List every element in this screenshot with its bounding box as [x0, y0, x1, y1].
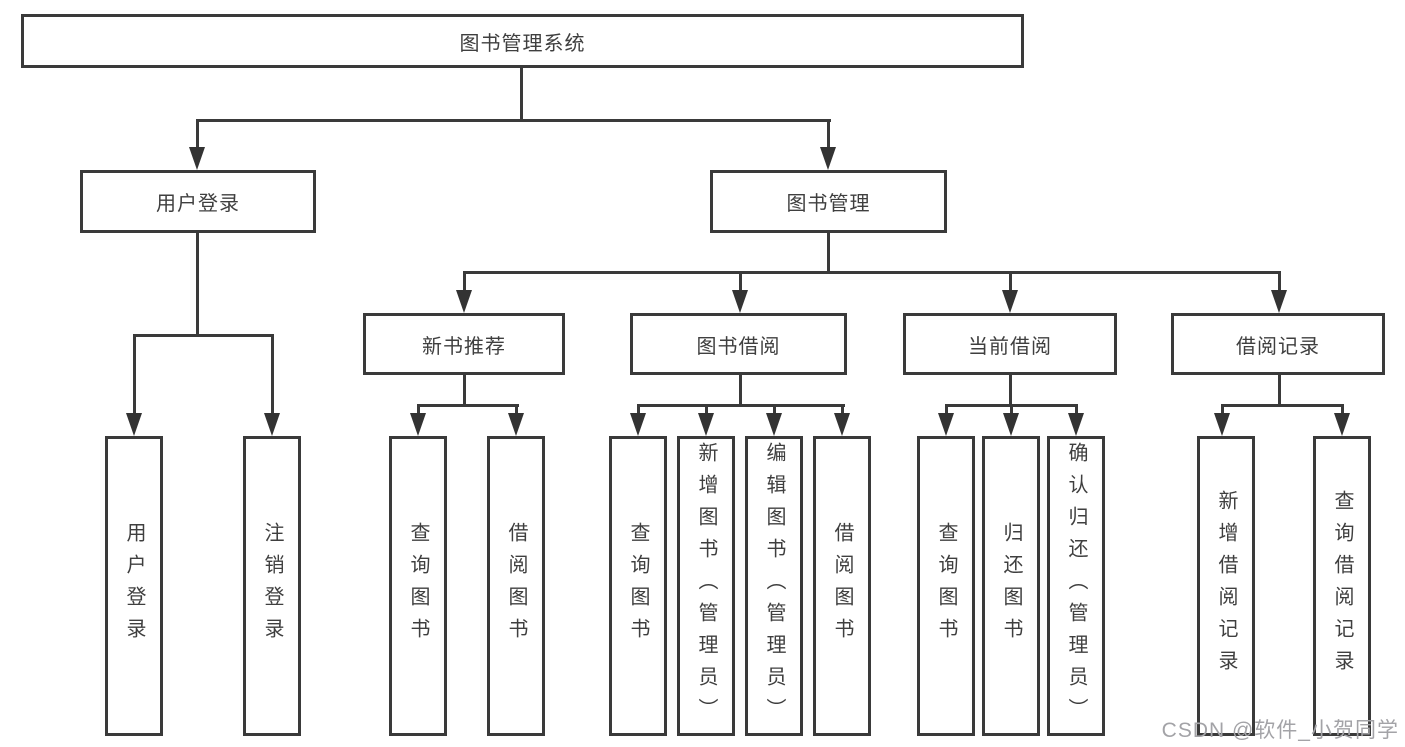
connector-line: [739, 271, 742, 293]
node-label: 图书借阅: [696, 335, 781, 358]
node-user-login: 用户登录: [80, 170, 316, 233]
node-label: 借阅图书: [831, 522, 853, 650]
node-label: 用户登录: [123, 522, 145, 650]
connector-line: [133, 336, 136, 414]
arrow-down: [1003, 413, 1019, 436]
node-label: 新增图书（管理员）: [695, 442, 717, 730]
node-current-borrow: 当前借阅: [903, 313, 1117, 375]
connector-line: [417, 404, 420, 414]
node-label: 用户登录: [156, 193, 240, 215]
leaf-borrow-books: 借阅图书: [813, 436, 871, 736]
arrow-down: [820, 147, 836, 170]
node-label: 编辑图书（管理员）: [763, 442, 785, 730]
arrow-down: [410, 413, 426, 436]
node-label: 查询借阅记录: [1331, 490, 1353, 682]
node-label: 归还图书: [1000, 522, 1022, 650]
leaf-add-borrow-record: 新增借阅记录: [1197, 436, 1255, 736]
node-label: 新书推荐: [422, 335, 506, 358]
leaf-edit-book-admin: 编辑图书（管理员）: [745, 436, 803, 736]
arrow-down: [630, 413, 646, 436]
node-new-book-recommend: 新书推荐: [363, 313, 565, 375]
arrow-down: [1334, 413, 1350, 436]
connector-line: [739, 373, 742, 407]
connector-line: [773, 404, 776, 414]
connector-line: [1278, 271, 1281, 293]
arrow-down: [732, 290, 748, 313]
arrow-down: [1002, 290, 1018, 313]
connector-line: [520, 67, 523, 121]
node-root: 图书管理系统: [21, 14, 1024, 68]
connector-line: [196, 119, 831, 122]
leaf-add-book-admin: 新增图书（管理员）: [677, 436, 735, 736]
node-label: 图书管理: [786, 193, 871, 215]
connector-line: [705, 404, 708, 414]
connector-line: [827, 119, 830, 149]
connector-line: [271, 336, 274, 414]
arrow-down: [698, 413, 714, 436]
leaf-confirm-return-admin: 确认归还（管理员）: [1047, 436, 1105, 736]
arrow-down: [189, 147, 205, 170]
arrow-down: [264, 413, 280, 436]
node-label: 借阅记录: [1236, 335, 1320, 358]
connector-line: [196, 119, 199, 149]
connector-line: [515, 404, 518, 414]
node-label: 借阅图书: [505, 522, 527, 650]
connector-line: [1278, 373, 1281, 407]
node-label: 查询图书: [627, 522, 649, 650]
connector-line: [637, 404, 845, 407]
leaf-user-login: 用户登录: [105, 436, 163, 736]
node-label: 注销登录: [261, 522, 283, 650]
leaf-query-borrow-record: 查询借阅记录: [1313, 436, 1371, 736]
connector-line: [827, 232, 830, 274]
node-label: 查询图书: [935, 522, 957, 650]
connector-line: [1221, 404, 1224, 414]
connector-line: [1075, 404, 1078, 414]
arrow-down: [1068, 413, 1084, 436]
node-book-borrow: 图书借阅: [630, 313, 847, 375]
arrow-down: [508, 413, 524, 436]
connector-line: [1009, 271, 1012, 293]
csdn-watermark: CSDN @软件_小贺同学: [1161, 719, 1399, 742]
connector-line: [1221, 404, 1344, 407]
connector-line: [841, 404, 844, 414]
arrow-down: [766, 413, 782, 436]
arrow-down: [938, 413, 954, 436]
arrow-down: [834, 413, 850, 436]
node-borrow-records: 借阅记录: [1171, 313, 1385, 375]
arrow-down: [1214, 413, 1230, 436]
connector-line: [1010, 404, 1013, 414]
node-book-management: 图书管理: [710, 170, 947, 233]
connector-line: [637, 404, 640, 414]
leaf-query-books-recommend: 查询图书: [389, 436, 447, 736]
arrow-down: [1271, 290, 1287, 313]
leaf-query-books-current: 查询图书: [917, 436, 975, 736]
arrow-down: [456, 290, 472, 313]
connector-line: [133, 334, 274, 337]
connector-line: [196, 232, 199, 337]
connector-line: [417, 404, 519, 407]
leaf-return-books: 归还图书: [982, 436, 1040, 736]
node-label: 确认归还（管理员）: [1065, 442, 1087, 730]
node-label: 图书管理系统: [459, 32, 586, 55]
node-label: 当前借阅: [968, 335, 1052, 358]
leaf-query-books-borrow: 查询图书: [609, 436, 667, 736]
connector-line: [1341, 404, 1344, 414]
connector-line: [1009, 373, 1012, 407]
connector-line: [463, 373, 466, 407]
connector-line: [463, 271, 1281, 274]
leaf-logout: 注销登录: [243, 436, 301, 736]
arrow-down: [126, 413, 142, 436]
connector-line: [463, 271, 466, 293]
node-label: 新增借阅记录: [1215, 490, 1237, 682]
node-label: 查询图书: [407, 522, 429, 650]
leaf-borrow-books-recommend: 借阅图书: [487, 436, 545, 736]
connector-line: [945, 404, 948, 414]
